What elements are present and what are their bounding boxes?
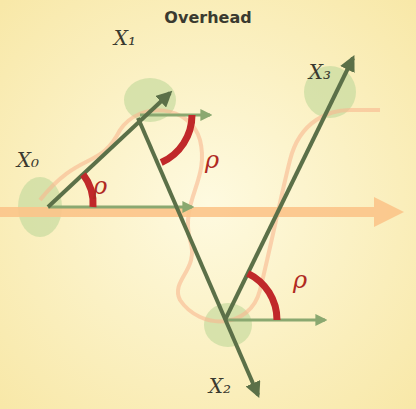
angle-label: ρ — [293, 268, 307, 292]
angle-label: ρ — [205, 148, 219, 172]
angle-label: ρ — [93, 174, 107, 198]
position-label: X₁ — [114, 28, 136, 48]
robot-blobs — [18, 66, 356, 347]
reference-arrows — [48, 115, 325, 320]
step-vectors — [48, 58, 353, 395]
heading-arrow — [0, 207, 392, 217]
position-label: X₃ — [309, 62, 331, 82]
position-label: X₂ — [209, 376, 231, 396]
position-label: X₀ — [17, 150, 39, 170]
angle-arcs — [83, 115, 277, 320]
view-title: Overhead — [164, 10, 251, 26]
